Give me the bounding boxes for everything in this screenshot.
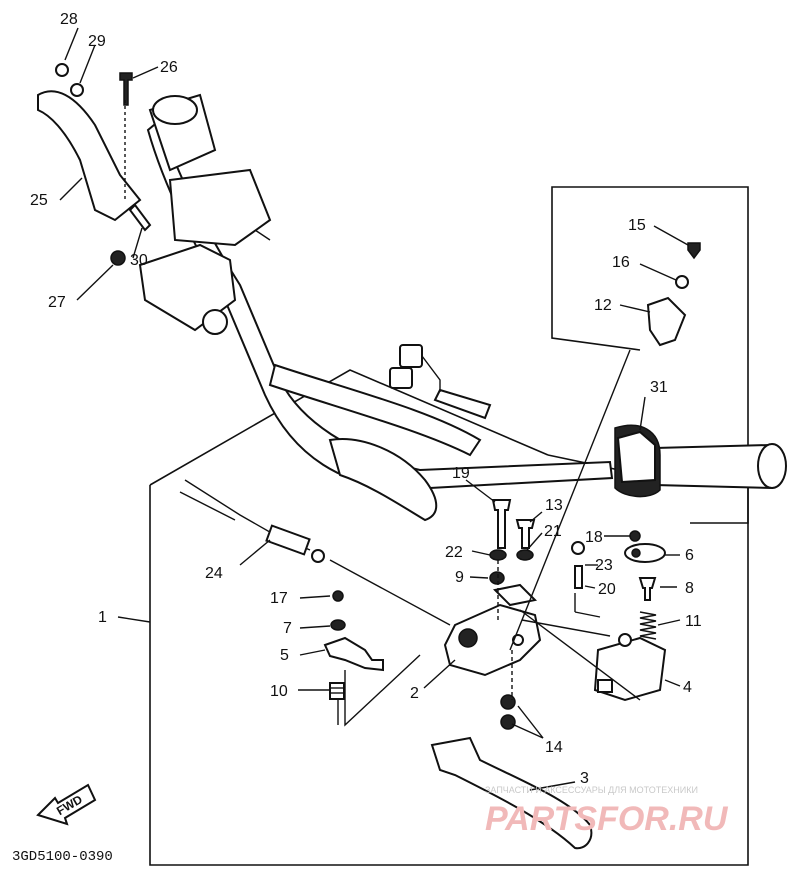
callout-1: 1 — [98, 609, 107, 626]
callout-17: 17 — [270, 590, 288, 607]
switch-connector — [389, 344, 492, 420]
callout-numbers: 28 29 26 25 30 27 15 16 12 31 19 13 21 2… — [30, 11, 702, 787]
nut-9 — [489, 571, 505, 585]
callout-8: 8 — [685, 580, 694, 597]
callout-9: 9 — [455, 569, 464, 586]
left-clutch-lever — [37, 63, 152, 266]
fwd-arrow: FWD — [36, 783, 97, 826]
watermark-line1: ЗАПЧАСТИ И АКСЕССУАРЫ ДЛЯ МОТОТЕХНИКИ — [485, 785, 698, 795]
washer-22 — [489, 549, 507, 561]
leader-lines — [59, 27, 689, 791]
callout-26: 26 — [160, 59, 178, 76]
assembly-lines — [497, 349, 641, 701]
callout-27: 27 — [48, 294, 66, 311]
callout-22: 22 — [445, 544, 463, 561]
callout-29: 29 — [88, 33, 106, 50]
callout-19: 19 — [452, 465, 470, 482]
callout-2: 2 — [410, 685, 419, 702]
washer-7 — [330, 619, 346, 631]
right-grip-switch — [614, 242, 787, 498]
callout-21: 21 — [544, 523, 562, 540]
callout-7: 7 — [283, 620, 292, 637]
callout-24: 24 — [205, 565, 223, 582]
watermark-line2: PARTSFOR.RU — [485, 800, 729, 838]
callout-5: 5 — [280, 647, 289, 664]
bolt-8 — [638, 577, 657, 601]
callout-28: 28 — [60, 11, 78, 28]
part-6 — [624, 543, 666, 563]
watermark: ЗАПЧАСТИ И АКСЕССУАРЫ ДЛЯ МОТОТЕХНИКИ PA… — [485, 785, 729, 838]
callout-20: 20 — [598, 581, 616, 598]
callout-4: 4 — [683, 679, 692, 696]
part-23 — [571, 541, 585, 555]
brake-switch-4 — [593, 633, 667, 702]
switch-cable-24 — [179, 479, 451, 626]
callout-13: 13 — [545, 497, 563, 514]
part-10 — [329, 682, 345, 700]
callout-25: 25 — [30, 192, 48, 209]
screw-18 — [629, 530, 641, 542]
screw-17 — [332, 590, 344, 602]
diagram-code: 3GD5100-0390 — [12, 849, 113, 865]
callout-30: 30 — [130, 252, 148, 269]
bolt-19 — [491, 499, 512, 549]
callout-18: 18 — [585, 529, 603, 546]
callout-31: 31 — [650, 379, 668, 396]
callout-23: 23 — [595, 557, 613, 574]
bracket-5 — [323, 636, 384, 672]
left-mirror-mount — [138, 168, 272, 335]
callout-16: 16 — [612, 254, 630, 271]
callout-6: 6 — [685, 547, 694, 564]
callout-12: 12 — [594, 297, 612, 314]
assembly-box-31 — [551, 186, 749, 524]
callout-14: 14 — [545, 739, 563, 756]
callout-3: 3 — [580, 770, 589, 787]
washer-21 — [516, 549, 534, 561]
bolt-13 — [515, 519, 536, 549]
callout-11: 11 — [685, 613, 702, 630]
callout-15: 15 — [628, 217, 646, 234]
pin-20 — [574, 565, 583, 589]
brake-lever-3 — [430, 694, 593, 850]
lever-holder-2 — [443, 583, 542, 677]
spring-11 — [639, 611, 657, 640]
callout-10: 10 — [270, 683, 288, 700]
